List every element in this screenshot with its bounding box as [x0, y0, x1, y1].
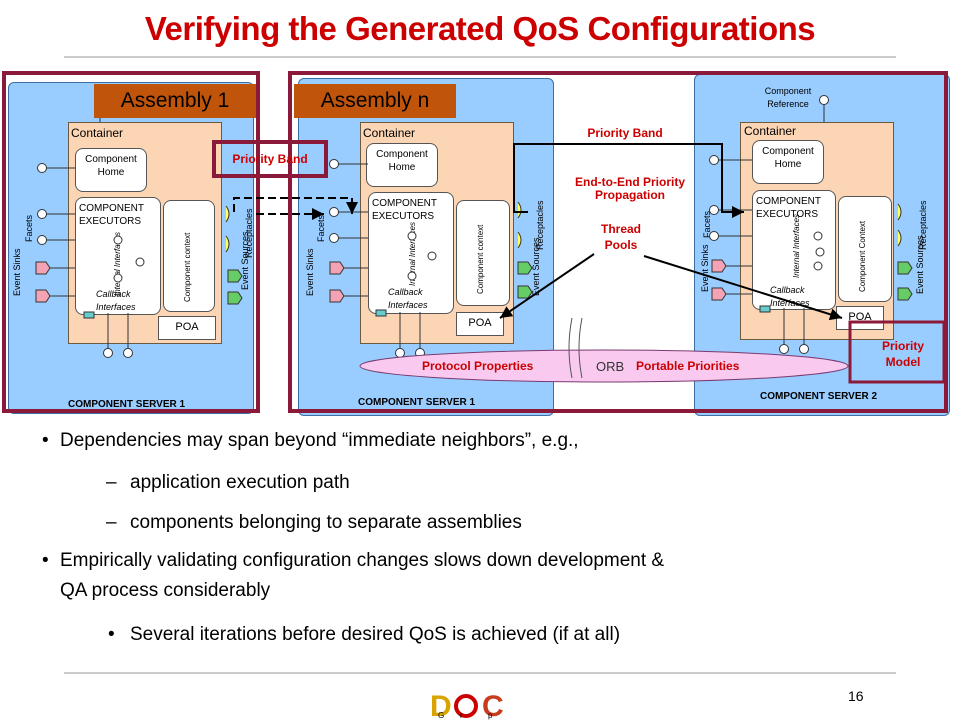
- bullet-marker-1: •: [42, 430, 49, 451]
- bullet-2-line-1: Empirically validating configuration cha…: [60, 550, 665, 571]
- poa-left: POA: [158, 316, 216, 340]
- subbullet-1: application execution path: [130, 472, 350, 493]
- callback-label-left: Callback Interfaces: [96, 289, 136, 312]
- cross-assembly-connector: [233, 197, 358, 214]
- assembly-n-tab: Assembly n: [294, 84, 456, 118]
- context-left: [163, 200, 215, 312]
- doc-group-logo: D C G r p: [430, 690, 504, 720]
- callback-label-right: Callback Interfaces: [770, 285, 810, 308]
- executors-left: [75, 197, 161, 315]
- svg-text:G: G: [438, 711, 444, 720]
- orb-label: ORB: [596, 359, 625, 374]
- page-number: 16: [848, 688, 864, 704]
- assembly-1-frame: [2, 71, 260, 413]
- subbullet-marker-3: •: [108, 624, 115, 645]
- ports-left: [35, 103, 243, 358]
- server-label-left: COMPONENT SERVER 1: [68, 399, 186, 410]
- executors-label-right: COMPONENT EXECUTORS: [756, 196, 821, 220]
- poa-middle: POA: [456, 312, 504, 336]
- context-middle: [456, 200, 510, 306]
- svg-text:r: r: [460, 711, 463, 720]
- executors-middle: [368, 192, 454, 314]
- callback-label-middle: Callback Interfaces: [388, 287, 428, 310]
- component-home-middle: Component Home: [366, 143, 438, 187]
- container-label-right: Container: [744, 124, 797, 138]
- thread-pools-label: Thread Pools: [600, 222, 641, 252]
- slide-title: Verifying the Generated QoS Configuratio…: [144, 10, 816, 47]
- component-home-right: Component Home: [752, 140, 824, 184]
- thread-pools-arrow-left: [499, 253, 595, 319]
- priority-model-label: Priority Model: [881, 339, 924, 369]
- subbullet-3: Several iterations before desired QoS is…: [130, 624, 621, 645]
- bullet-2-line-2: QA process considerably: [60, 580, 271, 601]
- priority-model-box: [848, 320, 946, 384]
- subbullet-marker-2: –: [106, 512, 117, 533]
- subbullet-marker-1: –: [106, 472, 117, 493]
- ports-right: [709, 95, 913, 354]
- assembly-1-tab: Assembly 1: [94, 84, 256, 118]
- poa-right: POA: [836, 306, 884, 330]
- orb-ellipse: [359, 349, 849, 383]
- svg-text:p: p: [488, 711, 493, 720]
- portable-priorities-label: Portable Priorities: [636, 359, 740, 373]
- subbullet-2: components belonging to separate assembl…: [130, 512, 522, 533]
- thread-pools-arrow-right: [643, 255, 843, 321]
- priority-band-label-left: Priority Band: [232, 152, 308, 166]
- bullet-marker-2: •: [42, 550, 49, 571]
- priority-band-box-left: [212, 140, 328, 178]
- component-home-left: Component Home: [75, 148, 147, 192]
- context-right: [838, 196, 892, 302]
- priority-band-connector-right: [513, 143, 744, 218]
- container-label-left: Container: [71, 126, 124, 140]
- end-to-end-label: End-to-End Priority Propagation: [575, 175, 685, 202]
- container-label-middle: Container: [363, 126, 416, 140]
- svg-text:D: D: [430, 690, 452, 720]
- executors-label-middle: COMPONENT EXECUTORS: [372, 198, 437, 222]
- executors-label-left: COMPONENT EXECUTORS: [79, 203, 144, 227]
- protocol-properties-label: Protocol Properties: [422, 359, 534, 373]
- break-mark: [568, 317, 583, 379]
- ports-middle: [329, 159, 533, 358]
- assembly-n-frame: [288, 71, 948, 413]
- bullet-1: Dependencies may span beyond “immediate …: [60, 430, 579, 451]
- priority-band-label-right: Priority Band: [587, 126, 663, 140]
- component-reference-label: Component Reference: [764, 86, 812, 109]
- svg-text:C: C: [482, 690, 504, 720]
- server-label-right: COMPONENT SERVER 2: [760, 391, 878, 402]
- server-label-middle: COMPONENT SERVER 1: [358, 397, 476, 408]
